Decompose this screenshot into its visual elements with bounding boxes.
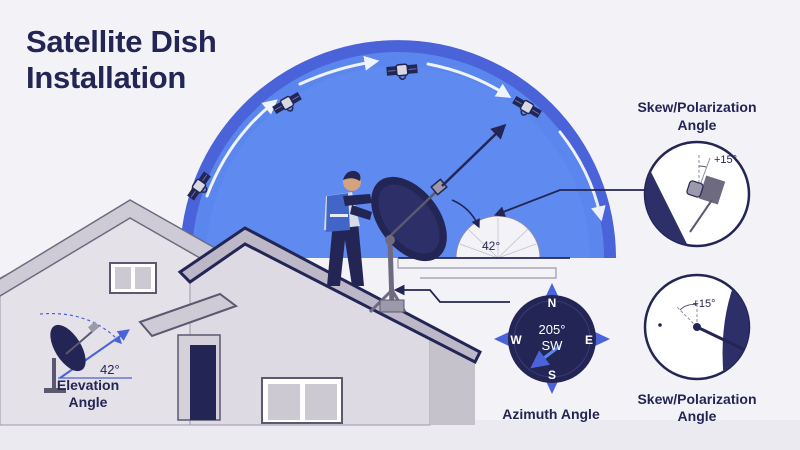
title-line-2: Installation — [26, 60, 187, 95]
compass-icon — [494, 283, 610, 394]
azimuth-label: Azimuth Angle — [502, 406, 600, 422]
skew-leader-arrow — [493, 189, 660, 217]
skew-bottom-label-line1: Skew/Polarization — [637, 391, 756, 407]
skew-top-label-line1: Skew/Polarization — [637, 99, 756, 115]
elevation-angle-value: 42° — [100, 362, 120, 377]
skew-bottom-inset — [643, 273, 751, 381]
elevation-arc-arrow — [451, 199, 480, 229]
skew-bottom-angle: +15° — [692, 298, 715, 310]
azimuth-leader-arrow — [393, 284, 510, 303]
azimuth-degrees: 205° — [539, 322, 566, 337]
azimuth-direction: SW — [542, 338, 564, 353]
signal-arrow — [441, 123, 507, 187]
title-line-1: Satellite Dish — [26, 24, 217, 59]
horizon-bracket — [397, 258, 557, 279]
compass-north: N — [548, 296, 557, 310]
compass-west: W — [510, 333, 522, 347]
compass-east: E — [585, 333, 593, 347]
compass-south: S — [548, 368, 556, 382]
installer-person — [324, 170, 372, 286]
elevation-label-line1: Elevation — [57, 377, 119, 393]
skew-top-label-line2: Angle — [678, 117, 717, 133]
page-title: Satellite Dish Installation — [26, 24, 217, 96]
orbit-arc — [180, 40, 616, 258]
roof-protractor-angle: 42° — [482, 239, 500, 253]
skew-bottom-label-line2: Angle — [678, 408, 717, 424]
elevation-label-line2: Angle — [69, 394, 108, 410]
satellite-dish — [371, 176, 448, 262]
elevation-inset — [39, 312, 132, 393]
house — [0, 199, 482, 426]
skew-top-angle: +15° — [714, 154, 737, 166]
